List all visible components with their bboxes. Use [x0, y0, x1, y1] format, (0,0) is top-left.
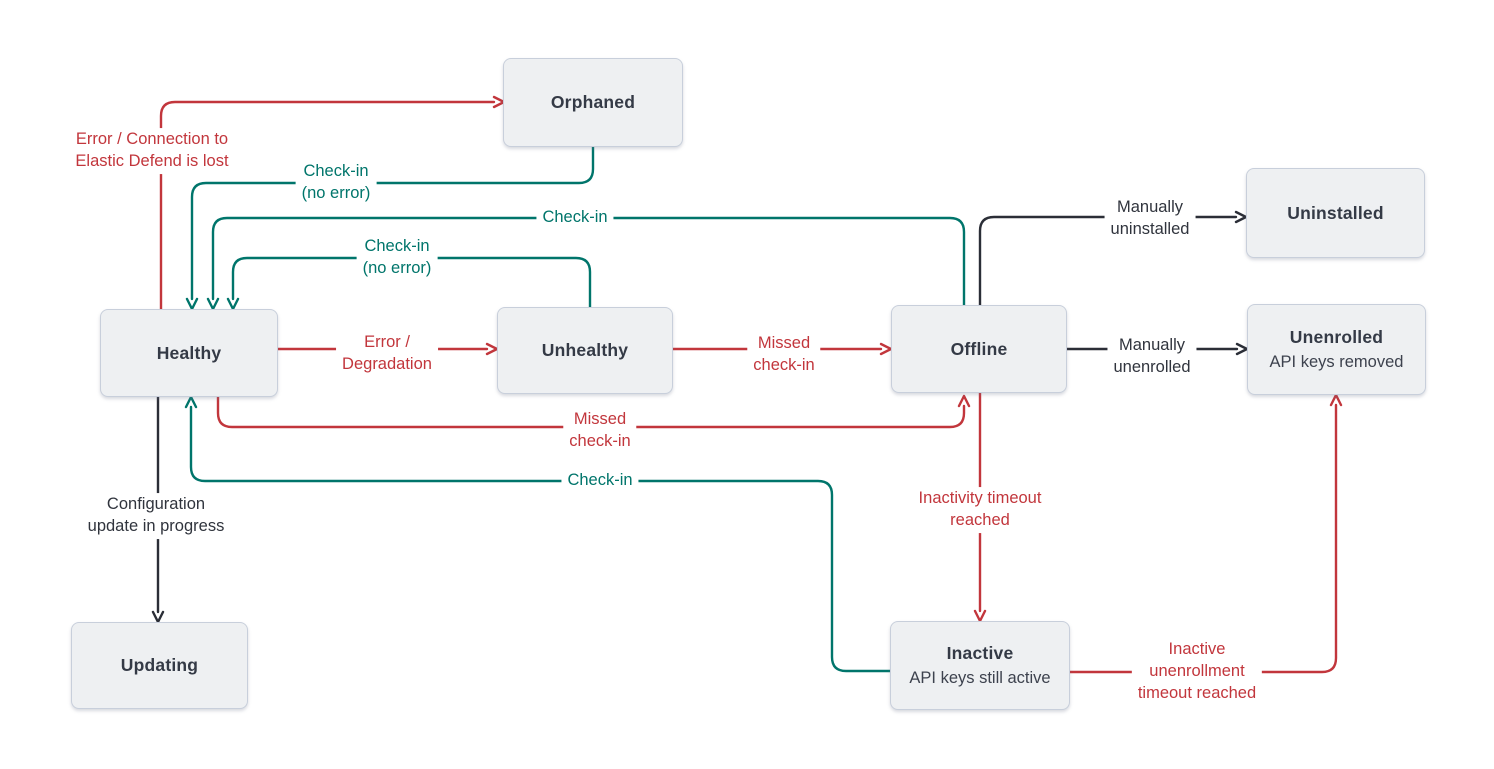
node-inactive-sublabel: API keys still active [909, 669, 1051, 687]
node-inactive: Inactive API keys still active [890, 621, 1070, 710]
edge-label-error-connection: Error / Connection to Elastic Defend is … [69, 128, 235, 174]
edge-label-checkin-inactive: Check-in [561, 469, 639, 493]
node-unenrolled-sublabel: API keys removed [1269, 353, 1404, 371]
edge-label-checkin-no-error-orphaned: Check-in (no error) [295, 160, 377, 206]
edge-label-error-degradation: Error / Degradation [336, 331, 438, 377]
edge-label-missed-checkin-upper: Missed check-in [747, 332, 821, 378]
node-updating-label: Updating [120, 655, 199, 675]
edge-label-inactive-unenrollment-timeout: Inactive unenrollment timeout reached [1131, 638, 1263, 706]
node-orphaned: Orphaned [503, 58, 683, 147]
node-healthy: Healthy [100, 309, 278, 397]
node-unenrolled: Unenrolled API keys removed [1247, 304, 1426, 395]
edge-inactive-healthy [184, 395, 892, 673]
edge-label-manually-uninstalled: Manually uninstalled [1104, 196, 1196, 242]
edge-offline-uninstalled [978, 210, 1248, 307]
node-uninstalled-label: Uninstalled [1287, 202, 1384, 223]
node-unhealthy: Unhealthy [497, 307, 673, 394]
node-uninstalled: Uninstalled [1246, 168, 1425, 258]
edge-healthy-orphaned [159, 95, 506, 311]
node-offline-label: Offline [950, 338, 1008, 359]
node-updating: Updating [71, 622, 248, 709]
node-unhealthy-label: Unhealthy [541, 340, 629, 360]
edge-orphaned-healthy [185, 145, 595, 311]
node-inactive-label: Inactive [946, 643, 1014, 663]
edge-label-manually-unenrolled: Manually unenrolled [1107, 334, 1197, 380]
edge-label-checkin-no-error-unhealthy: Check-in (no error) [356, 235, 438, 281]
node-healthy-label: Healthy [156, 342, 222, 363]
edge-label-checkin-offline: Check-in [536, 206, 614, 230]
edge-offline-healthy [206, 216, 966, 311]
edge-label-inactivity-timeout: Inactivity timeout reached [912, 487, 1048, 533]
node-unenrolled-label: Unenrolled [1289, 327, 1384, 347]
node-offline: Offline [891, 305, 1067, 393]
edge-inactive-unenrolled [1068, 393, 1343, 674]
edge-label-configuration-update: Configuration update in progress [81, 493, 231, 539]
edge-label-missed-checkin-lower: Missed check-in [563, 408, 637, 454]
node-orphaned-label: Orphaned [550, 92, 636, 112]
